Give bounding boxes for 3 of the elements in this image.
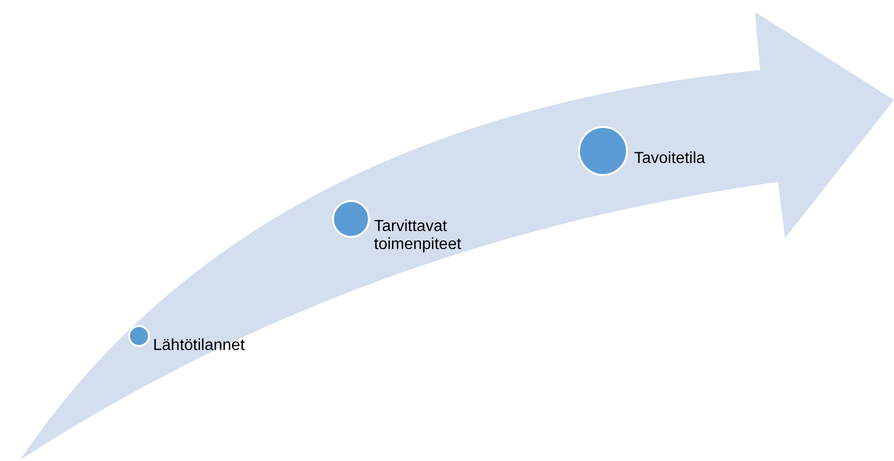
milestone-label: Tavoitetila [634,150,706,168]
milestone-label: Tarvittavat toimenpiteet [374,218,462,254]
milestone-label: Lähtötilannet [153,337,246,355]
